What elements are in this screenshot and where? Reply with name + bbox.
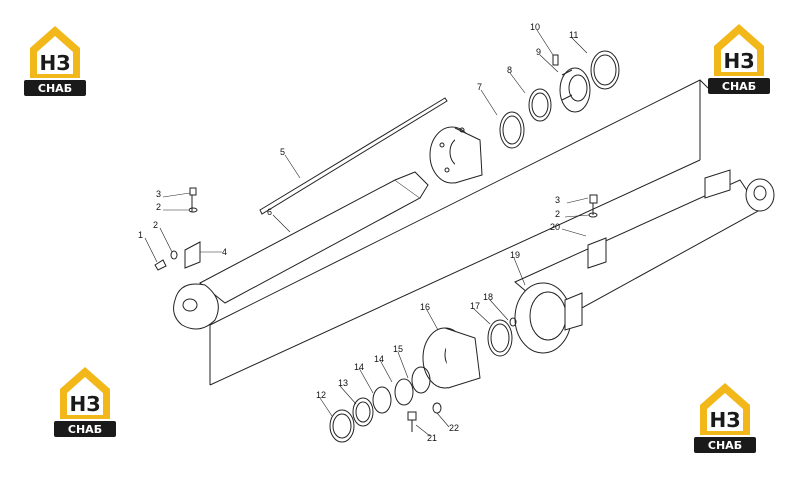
washer-22 xyxy=(432,402,442,414)
callout-21: 21 xyxy=(427,433,437,443)
rod-eye xyxy=(173,283,219,330)
callout-4: 4 xyxy=(222,247,227,257)
ring-14b xyxy=(372,386,392,414)
callout-2: 2 xyxy=(156,202,161,212)
logo-letters: НЗ xyxy=(70,392,101,416)
logo-letters: НЗ xyxy=(724,49,755,73)
callout-15: 15 xyxy=(393,344,403,354)
logo-word: СНАБ xyxy=(68,423,102,436)
ring-8 xyxy=(528,88,552,122)
callout-13: 13 xyxy=(338,378,348,388)
bolt-21 xyxy=(407,411,417,432)
brand-logo-bottom-left: НЗ СНАБ xyxy=(54,367,116,437)
callout-14: 14 xyxy=(374,354,384,364)
callout-12: 12 xyxy=(316,390,326,400)
callout-22: 22 xyxy=(449,423,459,433)
cylinder-tube-6 xyxy=(199,179,421,304)
frame-line-bottom xyxy=(209,159,701,386)
callout-11: 11 xyxy=(569,30,578,40)
logo-word: СНАБ xyxy=(708,439,742,452)
callout-10: 10 xyxy=(530,22,540,32)
callout-3: 3 xyxy=(156,189,161,199)
bolt-1 xyxy=(154,259,167,271)
piston-rod-5 xyxy=(259,97,448,215)
callout-17: 17 xyxy=(470,301,480,311)
ring-13 xyxy=(352,397,374,427)
callout-1: 1 xyxy=(138,230,143,240)
callout-6: 6 xyxy=(267,207,272,217)
brand-logo-top-left: НЗ СНАБ xyxy=(24,26,86,96)
callout-9: 9 xyxy=(536,47,541,57)
ring-11 xyxy=(590,50,620,90)
washer-2a xyxy=(188,207,198,213)
pin-10 xyxy=(552,54,559,66)
bolt-3b xyxy=(589,194,598,215)
ring-7 xyxy=(499,111,525,149)
port-block xyxy=(564,292,583,331)
logo-word: СНАБ xyxy=(38,82,72,95)
logo-word: СНАБ xyxy=(722,80,756,93)
callout-19: 19 xyxy=(510,250,520,260)
ring-17 xyxy=(487,319,513,357)
ring-15 xyxy=(394,378,414,406)
brand-logo-bottom-right: НЗ СНАБ xyxy=(694,383,756,453)
callout-14: 14 xyxy=(354,362,364,372)
seal-12 xyxy=(329,409,355,443)
piston-9 xyxy=(559,67,591,113)
bracket-20 xyxy=(587,237,607,269)
callout-8: 8 xyxy=(507,65,512,75)
callout-7: 7 xyxy=(477,82,482,92)
callout-2: 2 xyxy=(153,220,158,230)
logo-letters: НЗ xyxy=(710,408,741,432)
callout-18: 18 xyxy=(483,292,493,302)
callout-5: 5 xyxy=(280,147,285,157)
callout-3: 3 xyxy=(555,195,560,205)
oring-18 xyxy=(509,317,517,327)
leader-lines xyxy=(144,29,590,437)
bracket-4 xyxy=(184,241,201,269)
callout-2: 2 xyxy=(555,209,560,219)
logo-letters: НЗ xyxy=(40,51,71,75)
cylinder-clevis xyxy=(704,169,731,199)
frame-line-top xyxy=(209,79,709,326)
bolt-3a xyxy=(189,187,197,212)
washer-2b xyxy=(170,250,178,260)
callout-20: 20 xyxy=(550,222,560,232)
callout-16: 16 xyxy=(420,302,430,312)
ring-14a xyxy=(411,366,431,394)
brand-logo-top-right: НЗ СНАБ xyxy=(708,24,770,94)
end-flange-19 xyxy=(514,282,572,354)
